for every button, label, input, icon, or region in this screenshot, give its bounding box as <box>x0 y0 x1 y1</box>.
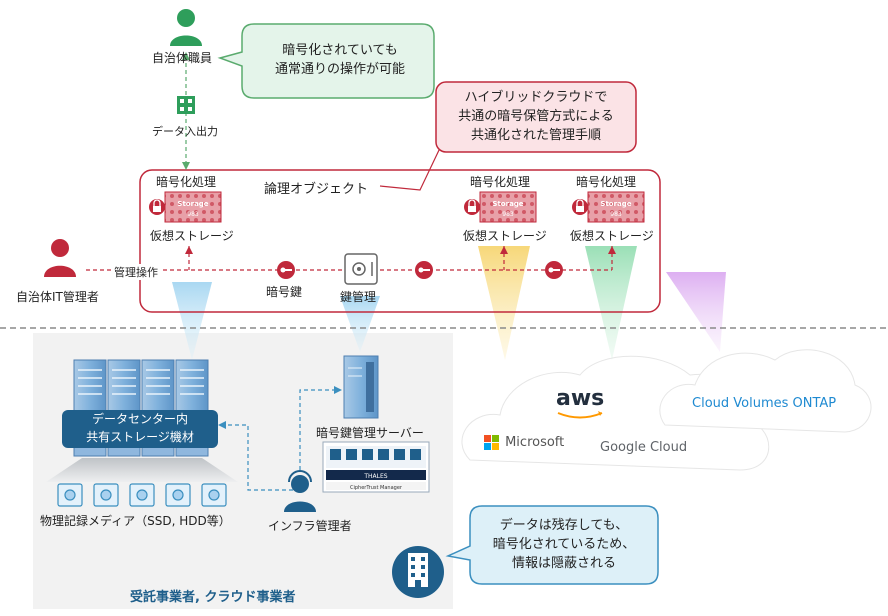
appliance-brand: THALES <box>363 473 387 480</box>
shared-storage-label: データセンター内 共有ストレージ機材 <box>86 412 194 444</box>
media-label: 物理記録メディア（SSD, HDD等） <box>40 514 231 528</box>
appliance-product: CipherTrust Manager <box>350 485 403 491</box>
cloud-volumes-ontap-label: Cloud Volumes ONTAP <box>692 396 837 411</box>
beam-blue-key <box>340 296 380 352</box>
storage-text-2: Storage <box>492 200 523 208</box>
storage-icon-1 <box>149 191 222 223</box>
aws-smile-icon <box>557 411 603 419</box>
microsoft-logo: Microsoft <box>484 432 564 451</box>
storage-text-1: Storage <box>177 200 208 208</box>
it-admin-label: 自治体IT管理者 <box>16 290 99 304</box>
pink-connector <box>379 147 441 191</box>
safe-icon <box>344 253 378 285</box>
microsoft-squares-icon <box>484 434 499 450</box>
data-io-label: データ入出力 <box>152 125 218 138</box>
storage-sub-1: 983 <box>187 211 199 218</box>
storage-text-3: Storage <box>600 200 631 208</box>
staff-label: 自治体職員 <box>152 51 213 65</box>
logical-object-box <box>139 169 661 313</box>
logical-object-title: 論理オブジェクト <box>264 182 369 197</box>
beam-blue-left <box>172 282 212 360</box>
microsoft-text: Microsoft <box>505 435 565 450</box>
encryption-label-2: 暗号化処理 <box>470 175 531 189</box>
staff-person-icon <box>170 9 202 46</box>
key-icon-3 <box>545 261 563 279</box>
key-mgmt-label: 鍵管理 <box>340 290 377 304</box>
blue-callout-shape <box>445 505 659 585</box>
virtual-storage-label-2: 仮想ストレージ <box>463 229 547 243</box>
media-disks <box>57 483 227 507</box>
media-shadow <box>46 458 238 482</box>
key-icon-1 <box>277 261 295 279</box>
virtual-storage-label-1: 仮想ストレージ <box>150 229 234 243</box>
aws-logo: aws <box>556 386 605 411</box>
encryption-label-3: 暗号化処理 <box>576 175 637 189</box>
key-icon-2 <box>415 261 433 279</box>
data-io-icon <box>177 96 195 114</box>
google-cloud-logo: Google Cloud <box>600 440 688 455</box>
virtual-storage-label-3: 仮想ストレージ <box>570 229 654 243</box>
storage-icon-3 <box>572 191 645 223</box>
shared-storage-box <box>62 410 218 448</box>
pink-callout-text: ハイブリッドクラウドで 共通の暗号保管方式による 共通化された管理手順 <box>458 90 614 143</box>
footer-label: 受託事業者, クラウド事業者 <box>130 590 296 605</box>
blue-callout-text: データは残存しても、 暗号化されているため、 情報は隠蔽される <box>492 518 636 571</box>
infra-admin-person-icon <box>284 470 316 512</box>
thales-appliance <box>322 441 430 493</box>
building-icon <box>392 546 444 598</box>
cloud-shapes <box>461 349 872 471</box>
beam-yellow <box>478 246 530 360</box>
beam-green <box>585 246 637 360</box>
storage-sub-2: 983 <box>502 211 514 218</box>
infra-admin-label: インフラ管理者 <box>268 519 352 533</box>
key-server-tower <box>343 355 379 419</box>
admin-op-label: 管理操作 <box>112 264 160 280</box>
beam-purple <box>666 272 726 352</box>
green-callout-shape <box>217 23 435 99</box>
key-server-label: 暗号鍵管理サーバー <box>316 426 424 440</box>
storage-sub-3: 983 <box>610 211 622 218</box>
green-callout-text: 暗号化されていても 通常通りの操作が可能 <box>274 43 405 77</box>
pink-callout-shape <box>435 81 637 153</box>
encryption-label-1: 暗号化処理 <box>156 175 217 189</box>
storage-icon-2 <box>464 191 537 223</box>
it-admin-person-icon <box>44 239 76 277</box>
crypto-key-label: 暗号鍵 <box>266 285 303 299</box>
